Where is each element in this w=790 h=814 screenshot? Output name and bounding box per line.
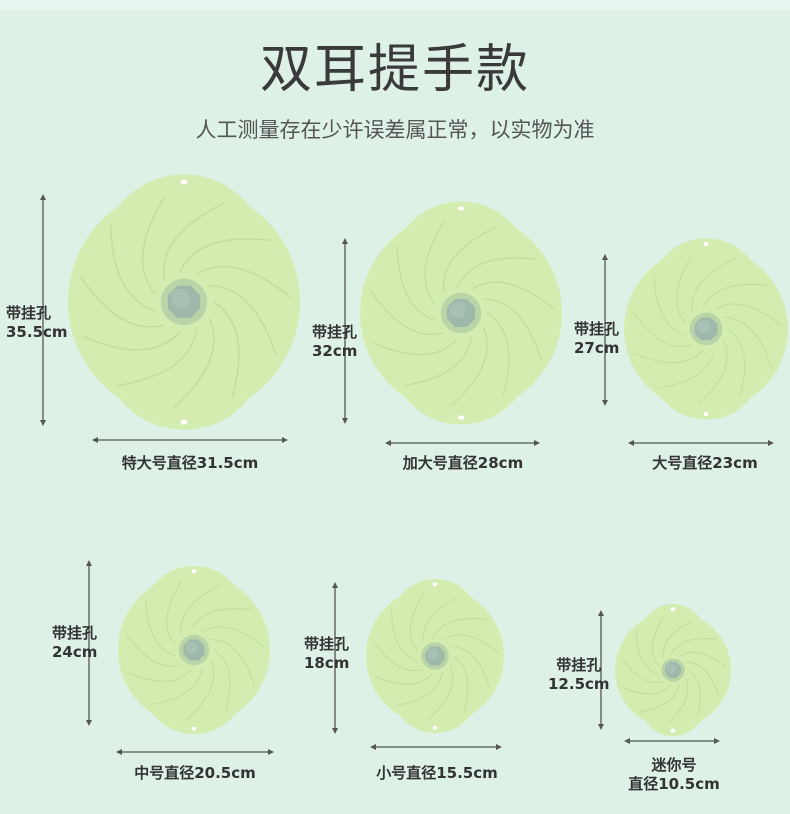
diameter-label-xxl: 加大号直径28cm (402, 454, 524, 472)
height-arrow-medium (86, 560, 92, 726)
height-arrow-xl (40, 194, 46, 426)
diameter-label-small: 小号直径15.5cm (376, 764, 498, 782)
top-strip (0, 0, 790, 10)
diameter-label-large: 大号直径23cm (652, 454, 758, 472)
diameter-arrow-xxl (385, 440, 540, 446)
lid-image-large (624, 238, 788, 420)
page-title: 双耳提手款 (259, 40, 530, 100)
diameter-arrow-medium (116, 749, 274, 755)
lid-image-small (366, 579, 504, 733)
diameter-arrow-xl (92, 437, 288, 443)
lid-image-mini (615, 604, 731, 736)
diameter-arrow-small (370, 744, 502, 750)
lid-image-xl (68, 174, 300, 430)
diameter-label-medium: 中号直径20.5cm (134, 764, 256, 782)
diameter-arrow-large (628, 440, 774, 446)
lid-image-medium (118, 566, 270, 734)
height-arrow-xxl (342, 238, 348, 424)
diameter-label-xl: 特大号直径31.5cm (121, 454, 259, 472)
diameter-arrow-mini (624, 738, 720, 744)
page-subtitle: 人工测量存在少许误差属正常，以实物为准 (195, 118, 595, 142)
height-arrow-large (602, 254, 608, 406)
height-arrow-mini (598, 610, 604, 730)
diameter-label-mini: 迷你号直径10.5cm (628, 756, 720, 793)
height-arrow-small (332, 582, 338, 734)
lid-image-xxl (360, 201, 562, 425)
